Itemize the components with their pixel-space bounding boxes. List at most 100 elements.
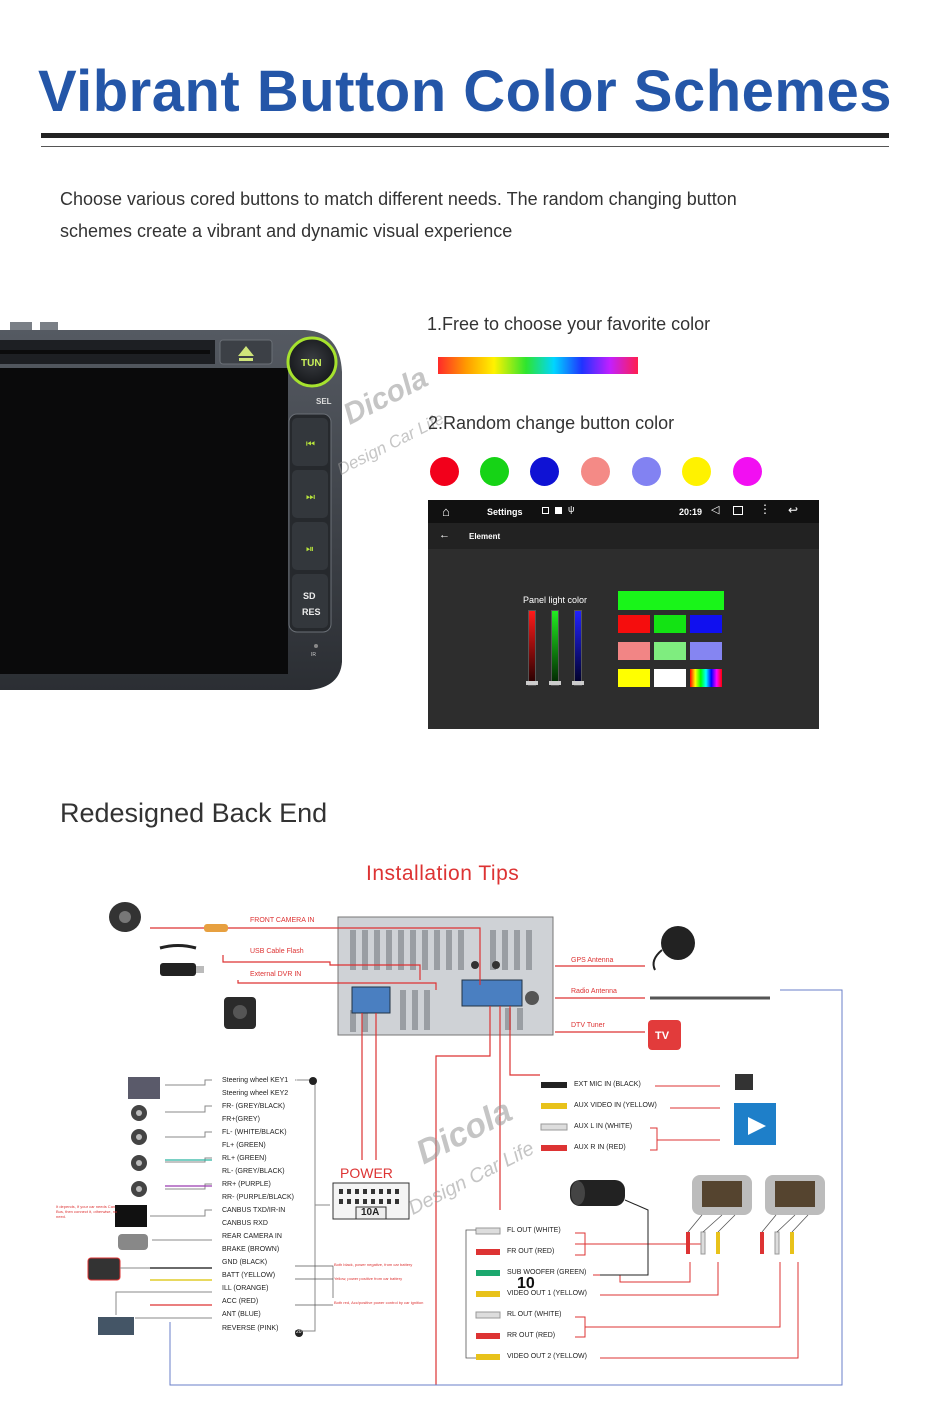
av-output-label: FR OUT (RED) xyxy=(507,1248,555,1255)
output-pin-10: 10 xyxy=(517,1275,535,1292)
svg-text:SD: SD xyxy=(303,591,316,601)
wire-label: CANBUS TXD/IR-IN xyxy=(222,1207,286,1214)
wire-label: RL- (GREY/BLACK) xyxy=(222,1168,285,1175)
color-dot-lavender xyxy=(632,457,661,486)
wire-label: BRAKE (BROWN) xyxy=(222,1246,280,1253)
av-input-label: AUX L IN (WHITE) xyxy=(574,1123,633,1130)
back-arrow-icon[interactable]: ↩ xyxy=(788,503,799,517)
panel-light-label: Panel light color xyxy=(523,595,588,605)
red-slider[interactable] xyxy=(528,610,536,686)
element-title: Element xyxy=(469,532,501,541)
green-slider[interactable] xyxy=(551,610,559,686)
wire-label: FR+(GREY) xyxy=(222,1116,260,1123)
android-status-bar: ⌂ Settings ψ 20:19 ◁ ⋮ ↩ xyxy=(428,500,819,523)
note-ground: Both black, power negative, from car bat… xyxy=(334,1262,413,1267)
green-slider-thumb[interactable] xyxy=(549,681,561,685)
av-output-label: VIDEO OUT 2 (YELLOW) xyxy=(507,1353,587,1360)
av-input-label: EXT MIC IN (BLACK) xyxy=(574,1081,641,1088)
label-external-dvr: External DVR IN xyxy=(250,971,302,978)
settings-title: Settings xyxy=(487,507,523,517)
wire-label: ANT (BLUE) xyxy=(222,1311,261,1318)
av-output-label: RL OUT (WHITE) xyxy=(507,1311,562,1318)
note-batt: Yellow, power positive from car battery xyxy=(334,1276,403,1281)
pin-20: 20 xyxy=(296,1329,302,1335)
swatch-yellow[interactable] xyxy=(618,669,650,687)
wire-label: FL+ (GREEN) xyxy=(222,1142,266,1149)
red-slider-thumb[interactable] xyxy=(526,681,538,685)
wire-label: CANBUS RXD xyxy=(222,1220,268,1227)
svg-text:SEL: SEL xyxy=(316,397,332,406)
feature-free-color: 1.Free to choose your favorite color xyxy=(427,314,711,334)
installation-tips-title: Installation Tips xyxy=(366,862,520,885)
tv-icon: TV xyxy=(655,1030,670,1042)
wire-label: Steering wheel KEY1 xyxy=(222,1077,289,1084)
swatch-selected-green[interactable] xyxy=(618,591,724,610)
color-dot-green xyxy=(480,457,509,486)
color-spectrum-bar xyxy=(438,357,638,374)
svg-text:IR: IR xyxy=(311,652,316,658)
clock: 20:19 xyxy=(679,507,703,517)
label-radio-antenna: Radio Antenna xyxy=(571,988,617,995)
wire-label: REAR CAMERA IN xyxy=(222,1233,282,1240)
title-underline xyxy=(41,133,889,138)
av-output-label: VIDEO OUT 1 (YELLOW) xyxy=(507,1290,587,1297)
blue-slider[interactable] xyxy=(574,610,582,686)
label-usb-flash: USB Cable Flash xyxy=(250,948,304,955)
home-icon[interactable]: ⌂ xyxy=(442,504,450,519)
color-dot-magenta xyxy=(733,457,762,486)
blue-slider-thumb[interactable] xyxy=(572,681,584,685)
swatch-light-green[interactable] xyxy=(654,642,686,660)
fuse-label: 10A xyxy=(361,1207,380,1218)
av-output-label: RR OUT (RED) xyxy=(507,1332,556,1339)
title-underline-thin xyxy=(41,146,889,147)
swatch-rainbow[interactable] xyxy=(690,669,722,687)
head-unit-graphic: TUN SEL ⏮ ⏭ ⏯ SD RES IR xyxy=(0,322,342,690)
intro-line-1: Choose various cored buttons to match di… xyxy=(60,189,737,209)
section-title-back-end: Redesigned Back End xyxy=(60,798,328,828)
svg-text:TUN: TUN xyxy=(301,358,322,369)
wire-label: RL+ (GREEN) xyxy=(222,1155,267,1162)
pin-1: 1 xyxy=(295,1077,299,1083)
av-input-label: AUX VIDEO IN (YELLOW) xyxy=(574,1102,657,1109)
power-label: POWER xyxy=(340,1165,393,1181)
color-dot-red xyxy=(430,457,459,486)
intro-line-2: schemes create a vibrant and dynamic vis… xyxy=(60,221,513,241)
screenshot-icon[interactable] xyxy=(733,506,743,515)
wire-label: REVERSE (PINK) xyxy=(222,1325,279,1332)
swatch-red[interactable] xyxy=(618,615,650,633)
av-input-label: AUX R IN (RED) xyxy=(574,1144,626,1151)
intro-text: Choose various cored buttons to match di… xyxy=(60,183,840,247)
color-dot-pink xyxy=(581,457,610,486)
svg-text:RES: RES xyxy=(302,607,321,617)
swatch-white[interactable] xyxy=(654,669,686,687)
volume-icon[interactable]: ◁ xyxy=(711,504,720,516)
panel-light-settings-screen: ⌂ Settings ψ 20:19 ◁ ⋮ ↩ ← Element Panel… xyxy=(428,500,819,729)
svg-text:⏭: ⏭ xyxy=(306,492,315,503)
swatch-blue[interactable] xyxy=(690,615,722,633)
page-title: Vibrant Button Color Schemes xyxy=(37,59,893,124)
label-front-camera: FRONT CAMERA IN xyxy=(250,917,315,924)
swatch-pink[interactable] xyxy=(618,642,650,660)
av-output-label: SUB WOOFER (GREEN) xyxy=(507,1269,587,1276)
more-icon[interactable]: ⋮ xyxy=(759,502,771,516)
wire-label: Steering wheel KEY2 xyxy=(222,1090,289,1097)
color-dot-yellow xyxy=(682,457,711,486)
note-acc: Both red, Acc/positive power control by … xyxy=(334,1300,424,1305)
nav-back-icon[interactable]: ← xyxy=(439,529,450,541)
wire-label: ILL (ORANGE) xyxy=(222,1285,269,1292)
label-dtv-tuner: DTV Tuner xyxy=(571,1022,605,1029)
label-gps-antenna: GPS Antenna xyxy=(571,957,614,964)
gallery-icon xyxy=(542,507,549,514)
feature-random-color: 2.Random change button color xyxy=(428,413,675,433)
swatch-lavender[interactable] xyxy=(690,642,722,660)
wire-label: FR- (GREY/BLACK) xyxy=(222,1103,286,1110)
wire-label: RR+ (PURPLE) xyxy=(222,1181,271,1188)
screen-icon xyxy=(555,507,562,514)
canbus-note: It depends, If your car needs Can Bus, t… xyxy=(56,1204,118,1219)
svg-text:⏮: ⏮ xyxy=(306,439,315,450)
swatch-green[interactable] xyxy=(654,615,686,633)
wire-label: FL- (WHITE/BLACK) xyxy=(222,1129,287,1136)
wire-label: RR- (PURPLE/BLACK) xyxy=(222,1194,294,1201)
wire-label: BATT (YELLOW) xyxy=(222,1272,276,1279)
